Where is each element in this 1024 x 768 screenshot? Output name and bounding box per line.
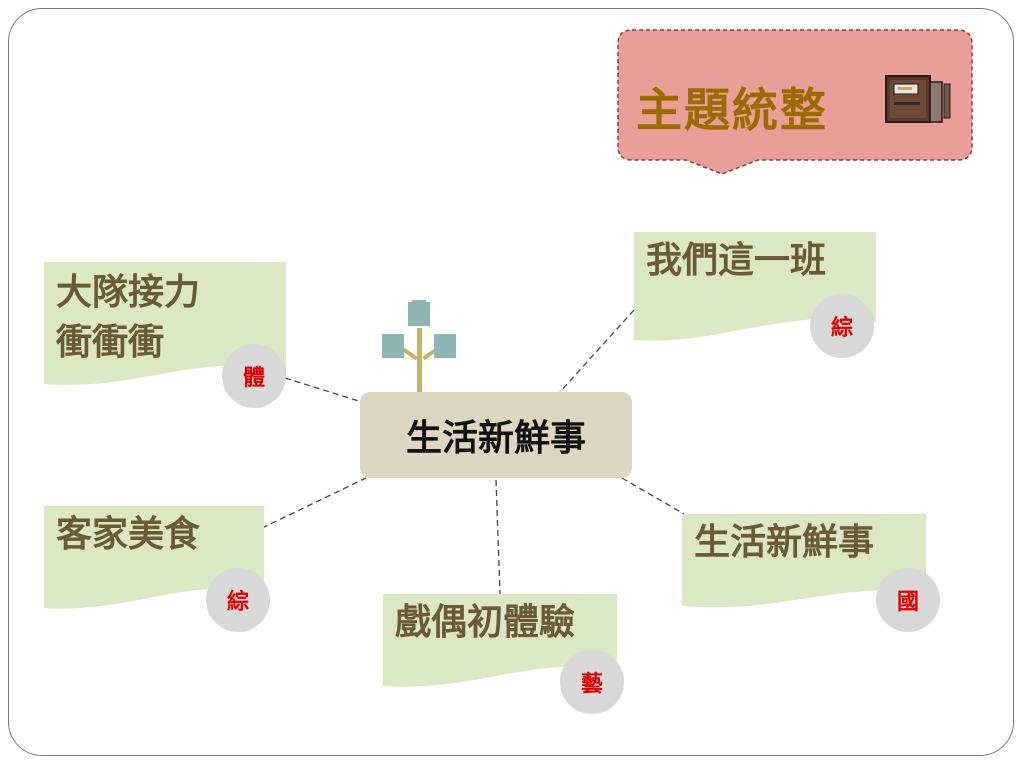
subject-badge-pe: 體 — [222, 344, 286, 408]
page-title: 主題統整 — [636, 83, 828, 137]
topic-our-class-label: 我們這一班 — [646, 240, 827, 281]
subject-badge-chinese: 國 — [876, 568, 940, 632]
subject-badge-integrative-2: 綜 — [206, 568, 270, 632]
slide-frame — [8, 8, 1014, 756]
connector-puppet — [495, 479, 501, 595]
subject-badge-integrative: 綜 — [810, 294, 874, 358]
topic-relay-label-line1: 大隊接力 — [56, 272, 201, 313]
topic-puppet: 戲偶初體驗 — [383, 594, 617, 688]
topic-puppet-label: 戲偶初體驗 — [395, 602, 576, 643]
tree-icon — [382, 300, 456, 392]
topic-life-news: 生活新鮮事 — [682, 514, 926, 610]
topic-relay: 大隊接力 衝衝衝 — [44, 262, 286, 390]
connector-our-class — [559, 309, 635, 393]
center-topic: 生活新鮮事 — [360, 392, 632, 478]
topic-life-news-label: 生活新鮮事 — [694, 522, 875, 563]
note-shape — [682, 514, 926, 608]
topic-hakka-food-label: 客家美食 — [56, 514, 201, 555]
subject-badge-arts: 藝 — [560, 650, 624, 714]
connector-relay — [284, 377, 363, 403]
note-shape — [44, 262, 286, 385]
topic-relay-label-line2: 衝衝衝 — [56, 322, 165, 363]
note-shape — [383, 594, 617, 687]
note-shape — [44, 506, 264, 609]
topic-hakka-food: 客家美食 — [44, 506, 264, 610]
book-icon — [885, 75, 951, 123]
connector-life-news — [621, 477, 685, 515]
